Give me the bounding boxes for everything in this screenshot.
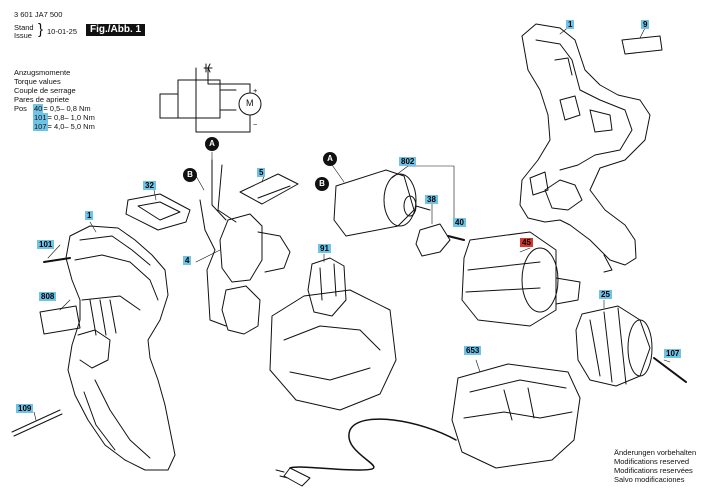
housing-half-right: [519, 23, 651, 273]
marker-b: B: [315, 177, 329, 191]
torque-line-fr: Couple de serrage: [14, 86, 76, 95]
part-label-653: 653: [464, 346, 482, 355]
part-label-808: 808: [39, 292, 57, 301]
circuit-schematic: [159, 63, 262, 133]
torque-row: 40= 0,5– 0,8 Nm: [33, 104, 91, 113]
part-label-9: 9: [641, 20, 650, 29]
bit-109: [11, 409, 63, 437]
part-label-109: 109: [16, 404, 34, 413]
torque-line-es: Pares de apriete: [14, 95, 70, 104]
part-label-40: 40: [453, 218, 466, 227]
figure-label: Fig./Abb. 1: [86, 24, 146, 36]
part-label-101: 101: [37, 240, 55, 249]
plug: [275, 467, 311, 487]
torque-row: 101= 0,8– 1,0 Nm: [33, 113, 95, 122]
chuck-25: [575, 305, 653, 387]
torque-row-pos: 107: [33, 122, 48, 131]
nameplate-9: [621, 35, 663, 55]
footer-line-en: Modifications reserved: [614, 457, 690, 466]
marker-a: A: [323, 152, 337, 166]
torque-row-value: = 4,0– 5,0 Nm: [47, 122, 95, 131]
footer-line-fr: Modifications reservées: [614, 466, 693, 475]
footer-line-es: Salvo modificaciones: [614, 475, 685, 484]
torque-row: 107= 4,0– 5,0 Nm: [33, 122, 95, 131]
part-label-107: 107: [664, 349, 682, 358]
part-label-32: 32: [143, 181, 156, 190]
housing-half-left: [65, 225, 176, 471]
minus-sign: −: [253, 120, 258, 129]
part-label-1: 1: [566, 20, 575, 29]
switch-assembly: [199, 159, 291, 335]
torque-line-de: Anzugsmomente: [14, 68, 71, 77]
part-label-91: 91: [318, 244, 331, 253]
footer-line-de: Änderungen vorbehalten: [614, 448, 697, 457]
doc-number: 3 601 JA7 500: [14, 10, 63, 19]
motor-symbol: M: [246, 98, 254, 108]
screw-107: [653, 357, 687, 383]
charger-cable: [289, 418, 457, 471]
part-label-45: 45: [520, 238, 533, 247]
charger-653: [451, 363, 581, 469]
marker-b: B: [183, 168, 197, 182]
screw-40: [447, 235, 465, 241]
issue-date: 10-01-25: [47, 27, 78, 36]
part-label-25: 25: [599, 290, 612, 299]
torque-line-en: Torque values: [14, 77, 61, 86]
nameplate-808: [39, 305, 81, 335]
part-label-802: 802: [399, 157, 417, 166]
part-5: [239, 173, 299, 205]
motor-802: [333, 169, 431, 237]
part-label-4: 4: [183, 256, 192, 265]
stand-label: Stand: [14, 23, 34, 32]
marker-a: A: [205, 137, 219, 151]
part-32: [125, 193, 191, 231]
brace: }: [38, 21, 44, 38]
torque-row-pos: 101: [33, 113, 48, 122]
gearbox-45: [461, 231, 581, 327]
torque-row-pos: 40: [33, 104, 44, 113]
issue-label: Issue: [14, 31, 32, 40]
plus-sign: +: [253, 86, 258, 95]
torque-row-value: = 0,5– 0,8 Nm: [43, 104, 91, 113]
battery-91: [269, 257, 397, 411]
torque-pos-label: Pos: [14, 104, 27, 113]
part-label-1: 1: [85, 211, 94, 220]
part-label-5: 5: [257, 168, 266, 177]
plate-38: [415, 223, 451, 257]
part-label-38: 38: [425, 195, 438, 204]
torque-row-value: = 0,8– 1,0 Nm: [47, 113, 95, 122]
screw-101: [43, 257, 71, 263]
